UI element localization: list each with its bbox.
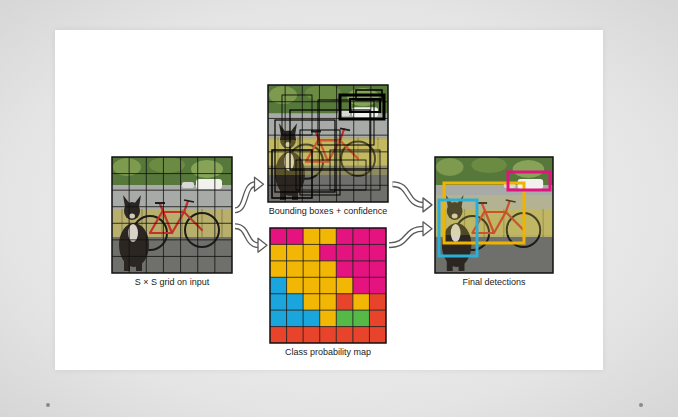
- bounding-boxes-image: [268, 85, 388, 202]
- panel-caption: Bounding boxes + confidence: [269, 205, 387, 217]
- slide-dot: [639, 403, 643, 407]
- panel-caption: Final detections: [462, 276, 525, 288]
- flow-arrow: [235, 177, 264, 210]
- panel-caption: Class probability map: [285, 346, 371, 358]
- flow-arrow: [389, 222, 432, 245]
- class-probability-map: [270, 228, 386, 343]
- image-panel: Class probability map: [270, 228, 386, 360]
- image-panel: Final detections: [435, 157, 553, 290]
- flow-arrow: [235, 226, 267, 252]
- flow-arrow: [393, 184, 433, 212]
- slide-dot: [46, 403, 50, 407]
- final-detections-image: [435, 157, 553, 273]
- image-panel: S × S grid on input: [112, 157, 232, 290]
- panel-caption: S × S grid on input: [135, 276, 209, 288]
- grid-input-image: [112, 157, 232, 273]
- image-panel: Bounding boxes + confidence: [267, 85, 390, 219]
